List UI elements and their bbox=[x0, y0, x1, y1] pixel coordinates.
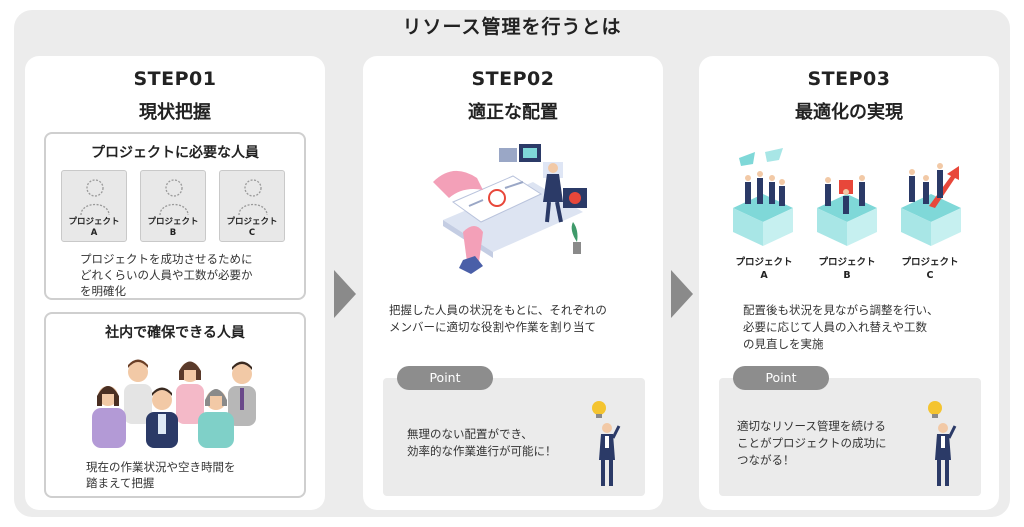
step02-description: 把握した人員の状況をもとに、それぞれの メンバーに適切な役割や作業を割り当て bbox=[389, 303, 607, 334]
project-cards: プロジェクト A プロジェクト B プロジェクト C bbox=[61, 170, 291, 242]
step01-panel: STEP01 現状把握 プロジェクトに必要な人員 プロジェクト A プロジェクト… bbox=[25, 56, 325, 510]
person-silhouette-icon bbox=[80, 179, 110, 215]
step03-point-text: 適切なリソース管理を続ける ことがプロジェクトの成功に つながる！ bbox=[737, 419, 887, 467]
step03-description: 配置後も状況を見ながら調整を行い、 必要に応じて人員の入れ替えや工数 の見直しを… bbox=[743, 303, 939, 351]
step01-name: 現状把握 bbox=[139, 102, 211, 123]
available-staff-description: 現在の作業状況や空き時間を 踏まえて把握 bbox=[86, 460, 236, 490]
step01-number: STEP01 bbox=[133, 68, 217, 90]
project-card-label: プロジェクト B bbox=[147, 217, 199, 238]
project-label-a: プロジェクト A bbox=[735, 257, 793, 281]
step02-number: STEP02 bbox=[471, 68, 555, 90]
project-teams-illustration bbox=[733, 148, 961, 246]
project-card-b: プロジェクト B bbox=[140, 170, 206, 242]
step03-name: 最適化の実現 bbox=[795, 102, 903, 123]
step-arrow-icon bbox=[334, 270, 356, 318]
project-card-c: プロジェクト C bbox=[219, 170, 285, 242]
step03-point-box: Point 適切なリソース管理を続ける ことがプロジェクトの成功に つながる！ bbox=[719, 366, 981, 496]
idea-person-icon bbox=[928, 401, 957, 486]
person-silhouette-icon bbox=[238, 179, 268, 215]
project-label-b: プロジェクト B bbox=[818, 257, 876, 281]
step03-panel: STEP03 最適化の実現 bbox=[699, 56, 999, 510]
page-title: リソース管理を行うとは bbox=[402, 16, 622, 38]
required-staff-box: プロジェクトに必要な人員 プロジェクト A プロジェクト B bbox=[44, 132, 306, 300]
staff-group-illustration bbox=[92, 359, 256, 448]
project-card-label: プロジェクト C bbox=[226, 217, 278, 238]
step02-point-box: Point 無理のない配置ができ、 効率的な作業進行が可能に！ bbox=[383, 366, 645, 496]
project-card-a: プロジェクト A bbox=[61, 170, 127, 242]
required-staff-description: プロジェクトを成功させるために どれくらいの人員や工数が必要か を明確化 bbox=[80, 252, 253, 298]
available-staff-title: 社内で確保できる人員 bbox=[105, 325, 245, 341]
project-label-c: プロジェクト C bbox=[901, 257, 959, 281]
step-arrow-icon bbox=[671, 270, 693, 318]
step03-number: STEP03 bbox=[807, 68, 891, 90]
assignment-illustration bbox=[433, 144, 587, 274]
point-badge: Point bbox=[397, 366, 493, 390]
project-card-label: プロジェクト A bbox=[68, 217, 120, 238]
step02-panel: STEP02 適正な配置 把握した人員の状況をもとに、それぞれの メンバーに適切… bbox=[363, 56, 663, 510]
required-staff-title: プロジェクトに必要な人員 bbox=[91, 145, 259, 161]
step02-point-text: 無理のない配置ができ、 効率的な作業進行が可能に！ bbox=[407, 427, 557, 458]
available-staff-box: 社内で確保できる人員 現在の作業状況や空き時間を 踏まえて把握 bbox=[44, 312, 306, 498]
step02-name: 適正な配置 bbox=[468, 102, 558, 123]
point-badge: Point bbox=[733, 366, 829, 390]
person-silhouette-icon bbox=[159, 179, 189, 215]
idea-person-icon bbox=[592, 401, 621, 486]
